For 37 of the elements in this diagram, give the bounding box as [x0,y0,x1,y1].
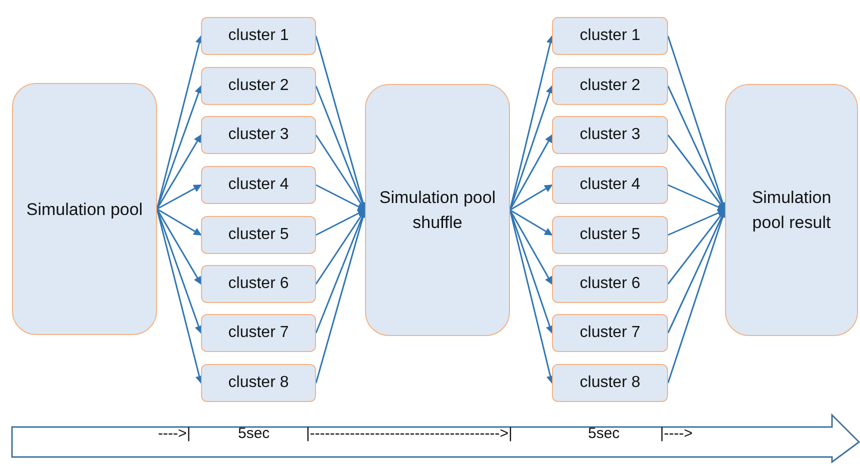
cluster-box: cluster 1 [552,17,668,55]
cluster-box: cluster 6 [201,265,316,303]
timeline-label: |----> [660,425,693,442]
cluster-box: cluster 4 [201,166,316,204]
cluster-box: cluster 3 [552,116,668,154]
arrow [668,184,726,211]
timeline-label: ---->| [158,425,191,442]
pool-box: Simulation pool result [725,84,858,336]
timeline-label: 5sec [588,425,620,442]
cluster-box: cluster 2 [552,67,668,105]
cluster-box: cluster 5 [201,216,316,254]
pool-box: Simulation pool [12,83,157,335]
arrow [316,209,366,236]
cluster-box: cluster 2 [201,67,316,105]
arrow [510,184,553,211]
timeline-label: |-------------------------------------->| [306,425,512,442]
cluster-box: cluster 3 [201,116,316,154]
arrow [156,208,202,236]
timeline-arrow [10,412,860,464]
timeline-label: 5sec [238,425,270,442]
arrow [316,184,366,211]
arrow [509,210,553,285]
cluster-box: cluster 8 [552,364,668,402]
arrow [156,134,202,210]
cluster-box: cluster 4 [552,166,668,204]
cluster-box: cluster 1 [201,17,316,55]
cluster-box: cluster 5 [552,216,668,254]
cluster-box: cluster 7 [201,314,316,352]
arrow [668,209,726,236]
arrow [156,208,202,285]
arrow [156,184,202,210]
pool-box: Simulation pool shuffle [365,84,510,336]
arrow [509,134,553,210]
cluster-box: cluster 7 [552,314,668,352]
cluster-box: cluster 8 [201,364,316,402]
arrow [510,209,553,236]
cluster-box: cluster 6 [552,265,668,303]
